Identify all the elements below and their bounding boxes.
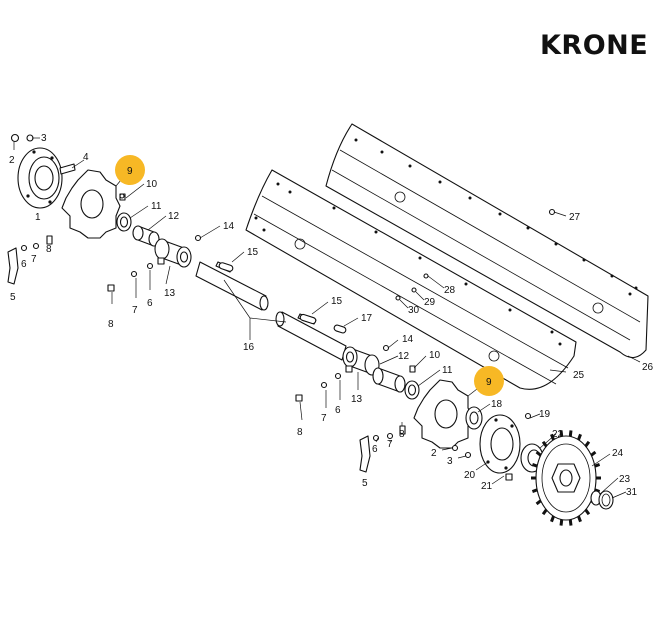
callout-label: 28 <box>444 285 456 296</box>
callout-label: 11 <box>151 201 162 212</box>
bracket-part-5-right <box>359 425 406 473</box>
sprocket-tooth <box>531 488 538 493</box>
sprocket-tooth <box>559 430 564 437</box>
callout-label: 6 <box>147 298 153 309</box>
callout-label: 21 <box>481 481 493 492</box>
highlight-marker-left <box>115 155 145 185</box>
callout-label: 27 <box>569 212 581 223</box>
callout-label: 14 <box>402 334 414 345</box>
callout-label: 4 <box>83 152 89 163</box>
callout-label: 24 <box>612 448 624 459</box>
trough-part-25 <box>245 169 577 390</box>
callout-label: 5 <box>10 292 16 303</box>
callout-label: 26 <box>642 362 654 373</box>
sprocket-tooth <box>590 450 597 457</box>
callout-label: 29 <box>424 297 436 308</box>
bracket-part-5-left <box>7 235 53 285</box>
callout-label: 22 <box>552 429 564 440</box>
callout-label: 10 <box>429 350 441 361</box>
callout-label: 14 <box>223 221 235 232</box>
sprocket-tooth <box>568 519 573 526</box>
sprocket-part-9-right <box>413 379 473 449</box>
callout-label: 8 <box>297 427 303 438</box>
callout-label: 18 <box>491 399 503 410</box>
callout-label: 9 <box>486 377 492 388</box>
shaft-part-16 <box>195 261 347 361</box>
callout-label: 2 <box>431 448 437 459</box>
callout-label: 7 <box>132 305 138 316</box>
callout-labels: 1 2 3 4 9 10 11 12 14 15 13 5 6 7 8 6 7 … <box>9 133 654 498</box>
callout-label: 15 <box>331 296 343 307</box>
bushing-parts-10-11-12-left <box>116 193 160 247</box>
sprocket-tooth <box>535 499 542 506</box>
callout-label: 30 <box>408 305 420 316</box>
callout-label: 13 <box>164 288 176 299</box>
callout-label: 23 <box>619 474 631 485</box>
sprocket-tooth <box>577 433 582 441</box>
bearing-flange-part-20 <box>479 414 521 474</box>
callout-label: 6 <box>21 259 27 270</box>
callout-label: 10 <box>146 179 158 190</box>
sprocket-tooth <box>531 463 538 468</box>
callout-label: 17 <box>361 313 373 324</box>
callout-label: 19 <box>539 409 551 420</box>
sprocket-tooth <box>535 450 542 457</box>
bearing-flange-part-1 <box>17 147 63 209</box>
callout-label: 7 <box>31 254 37 265</box>
callout-label: 3 <box>447 456 453 467</box>
sprocket-part-9-left <box>61 169 121 239</box>
sprocket-tooth <box>577 515 582 523</box>
callout-label: 6 <box>372 444 378 455</box>
callout-label: 8 <box>108 319 114 330</box>
callout-label: 11 <box>442 365 453 376</box>
sprocket-tooth <box>541 508 548 516</box>
callout-label: 3 <box>41 133 47 144</box>
brand-logo: KRONE <box>540 30 649 61</box>
highlight-marker-right <box>474 366 504 396</box>
sprocket-tooth <box>550 515 555 523</box>
callout-label: 2 <box>9 155 15 166</box>
sprocket-tooth <box>584 508 591 516</box>
callout-label: 20 <box>464 470 476 481</box>
sprocket-tooth <box>584 440 591 448</box>
callout-label: 8 <box>46 244 52 255</box>
callout-label: 16 <box>243 342 255 353</box>
ring-parts-23-31 <box>590 490 614 510</box>
callout-label: 12 <box>398 351 410 362</box>
callout-label: 7 <box>321 413 327 424</box>
callout-label: 15 <box>247 247 259 258</box>
callout-label: 13 <box>351 394 363 405</box>
bolt-parts-2-3-4 <box>10 133 76 175</box>
callout-label: 25 <box>573 370 585 381</box>
callout-label: 5 <box>362 478 368 489</box>
trough-part-26 <box>325 123 649 359</box>
seal-part-18 <box>465 406 483 430</box>
callout-label: 8 <box>399 429 405 440</box>
bushing-parts-10-11-12-right <box>372 365 420 400</box>
callout-label: 31 <box>626 487 638 498</box>
chain-sprocket-part-24 <box>531 430 601 526</box>
callout-label: 1 <box>35 212 41 223</box>
sprocket-tooth <box>559 519 564 526</box>
key-parts-15-17 <box>218 262 347 334</box>
sprocket-tooth <box>568 430 573 437</box>
callout-label: 7 <box>387 439 393 450</box>
callout-label: 6 <box>335 405 341 416</box>
callout-label: 9 <box>127 166 133 177</box>
sprocket-tooth <box>594 463 601 468</box>
callout-label: 12 <box>168 211 180 222</box>
